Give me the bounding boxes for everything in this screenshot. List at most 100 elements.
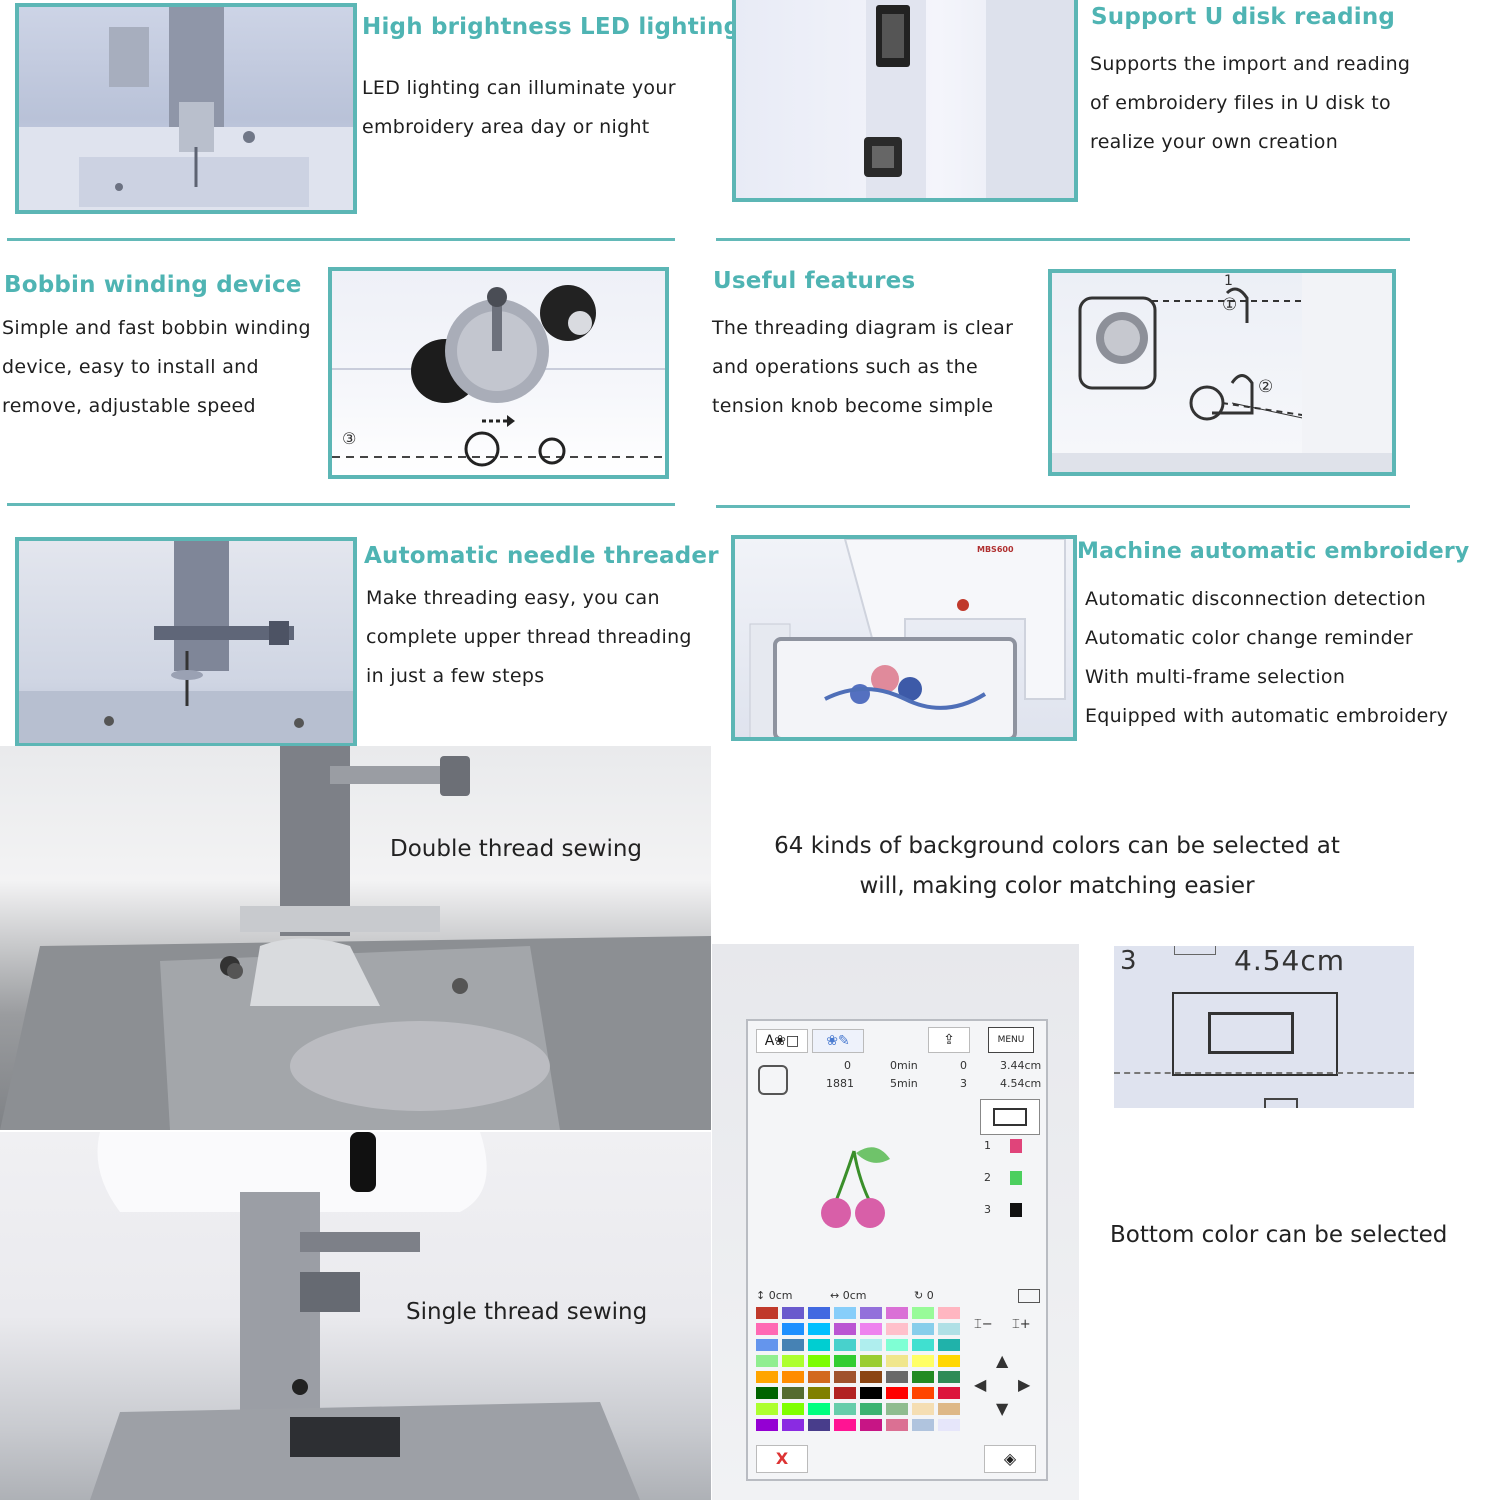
palette-color-swatch[interactable] bbox=[860, 1387, 882, 1399]
embroidery-line: Automatic color change reminder bbox=[1085, 627, 1414, 649]
palette-color-swatch[interactable] bbox=[912, 1403, 934, 1415]
palette-color-swatch[interactable] bbox=[808, 1371, 830, 1383]
palette-color-swatch[interactable] bbox=[886, 1323, 908, 1335]
palette-color-swatch[interactable] bbox=[834, 1307, 856, 1319]
thread-minus-button[interactable]: ⌶− bbox=[974, 1317, 993, 1332]
palette-color-swatch[interactable] bbox=[782, 1339, 804, 1351]
time-elapsed: 0min bbox=[890, 1059, 918, 1072]
palette-color-swatch[interactable] bbox=[808, 1323, 830, 1335]
palette-color-swatch[interactable] bbox=[860, 1339, 882, 1351]
palette-color-swatch[interactable] bbox=[938, 1387, 960, 1399]
palette-color-swatch[interactable] bbox=[756, 1307, 778, 1319]
palette-color-swatch[interactable] bbox=[938, 1355, 960, 1367]
palette-color-swatch[interactable] bbox=[756, 1371, 778, 1383]
palette-color-swatch[interactable] bbox=[808, 1307, 830, 1319]
palette-color-swatch[interactable] bbox=[912, 1323, 934, 1335]
palette-color-swatch[interactable] bbox=[782, 1403, 804, 1415]
palette-color-swatch[interactable] bbox=[782, 1419, 804, 1431]
size-height: 4.54cm bbox=[1000, 1077, 1042, 1090]
offset-y-readout: ↕ 0cm bbox=[756, 1289, 793, 1302]
background-colors-line: will, making color matching easier bbox=[859, 873, 1255, 899]
usb-line: of embroidery files in U disk to bbox=[1090, 92, 1391, 114]
color-list-item[interactable]: 1 bbox=[984, 1139, 991, 1152]
color-list-item[interactable]: 2 bbox=[984, 1171, 991, 1184]
arrow-up-button[interactable]: ▲ bbox=[996, 1351, 1009, 1370]
palette-color-swatch[interactable] bbox=[834, 1387, 856, 1399]
thread-color-swatch bbox=[1010, 1139, 1022, 1153]
palette-color-swatch[interactable] bbox=[782, 1307, 804, 1319]
palette-color-swatch[interactable] bbox=[782, 1323, 804, 1335]
palette-color-swatch[interactable] bbox=[860, 1419, 882, 1431]
palette-color-swatch[interactable] bbox=[912, 1419, 934, 1431]
useful-title: Useful features bbox=[713, 268, 916, 294]
pattern-mode-button[interactable]: ❀✎ bbox=[812, 1029, 864, 1053]
palette-color-swatch[interactable] bbox=[912, 1307, 934, 1319]
palette-color-swatch[interactable] bbox=[886, 1339, 908, 1351]
embroidery-line: With multi-frame selection bbox=[1085, 666, 1346, 688]
threader-title: Automatic needle threader bbox=[364, 543, 719, 569]
color-list-item[interactable]: 3 bbox=[984, 1203, 991, 1216]
palette-color-swatch[interactable] bbox=[938, 1419, 960, 1431]
background-colors-line: 64 kinds of background colors can be sel… bbox=[774, 833, 1340, 859]
palette-color-swatch[interactable] bbox=[886, 1371, 908, 1383]
palette-color-swatch[interactable] bbox=[782, 1355, 804, 1367]
palette-color-swatch[interactable] bbox=[834, 1323, 856, 1335]
double-thread-illustration bbox=[0, 746, 711, 1130]
palette-color-swatch[interactable] bbox=[938, 1339, 960, 1351]
palette-color-swatch[interactable] bbox=[834, 1371, 856, 1383]
cancel-button[interactable]: X bbox=[756, 1445, 808, 1473]
divider bbox=[7, 503, 675, 506]
palette-color-swatch[interactable] bbox=[756, 1339, 778, 1351]
palette-color-swatch[interactable] bbox=[808, 1355, 830, 1367]
frame-select-button[interactable] bbox=[980, 1099, 1040, 1135]
palette-color-swatch[interactable] bbox=[912, 1355, 934, 1367]
palette-color-swatch[interactable] bbox=[834, 1419, 856, 1431]
layers-icon[interactable]: ◈ bbox=[984, 1445, 1036, 1473]
palette-color-swatch[interactable] bbox=[938, 1323, 960, 1335]
palette-color-swatch[interactable] bbox=[808, 1419, 830, 1431]
useful-description: The threading diagram is clear and opera… bbox=[712, 309, 1013, 426]
threader-description: Make threading easy, you can complete up… bbox=[366, 579, 692, 696]
palette-color-swatch[interactable] bbox=[912, 1387, 934, 1399]
zoom-frame-outline bbox=[1172, 992, 1338, 1076]
upload-icon[interactable]: ⇪ bbox=[928, 1027, 970, 1053]
palette-color-swatch[interactable] bbox=[782, 1371, 804, 1383]
palette-color-swatch[interactable] bbox=[938, 1403, 960, 1415]
palette-color-swatch[interactable] bbox=[756, 1387, 778, 1399]
palette-color-swatch[interactable] bbox=[886, 1403, 908, 1415]
palette-color-swatch[interactable] bbox=[756, 1419, 778, 1431]
palette-color-swatch[interactable] bbox=[808, 1387, 830, 1399]
zoom-color-number: 3 bbox=[1120, 946, 1137, 976]
palette-color-swatch[interactable] bbox=[756, 1323, 778, 1335]
palette-color-swatch[interactable] bbox=[860, 1323, 882, 1335]
palette-color-swatch[interactable] bbox=[886, 1419, 908, 1431]
palette-color-swatch[interactable] bbox=[860, 1355, 882, 1367]
palette-color-swatch[interactable] bbox=[886, 1387, 908, 1399]
palette-color-swatch[interactable] bbox=[756, 1355, 778, 1367]
palette-color-swatch[interactable] bbox=[782, 1387, 804, 1399]
palette-color-swatch[interactable] bbox=[912, 1339, 934, 1351]
thread-plus-button[interactable]: ⌶+ bbox=[1012, 1317, 1031, 1332]
palette-color-swatch[interactable] bbox=[834, 1355, 856, 1367]
view-toggle-icon[interactable] bbox=[1018, 1289, 1040, 1303]
palette-color-swatch[interactable] bbox=[834, 1339, 856, 1351]
palette-color-swatch[interactable] bbox=[886, 1307, 908, 1319]
palette-color-swatch[interactable] bbox=[912, 1371, 934, 1383]
palette-color-swatch[interactable] bbox=[756, 1403, 778, 1415]
rotation-readout: ↻ 0 bbox=[914, 1289, 934, 1302]
arrow-right-button[interactable]: ▶ bbox=[1018, 1375, 1031, 1394]
palette-color-swatch[interactable] bbox=[886, 1355, 908, 1367]
menu-button[interactable]: MENU bbox=[988, 1027, 1034, 1053]
arrow-down-button[interactable]: ▼ bbox=[996, 1399, 1009, 1418]
palette-color-swatch[interactable] bbox=[860, 1307, 882, 1319]
palette-color-swatch[interactable] bbox=[860, 1371, 882, 1383]
palette-color-swatch[interactable] bbox=[808, 1339, 830, 1351]
arrow-left-button[interactable]: ◀ bbox=[974, 1375, 987, 1394]
font-mode-button[interactable]: A❀□ bbox=[756, 1029, 808, 1053]
palette-color-swatch[interactable] bbox=[860, 1403, 882, 1415]
palette-color-swatch[interactable] bbox=[938, 1371, 960, 1383]
palette-color-swatch[interactable] bbox=[808, 1403, 830, 1415]
palette-color-swatch[interactable] bbox=[834, 1403, 856, 1415]
useful-line: tension knob become simple bbox=[712, 395, 994, 417]
palette-color-swatch[interactable] bbox=[938, 1307, 960, 1319]
